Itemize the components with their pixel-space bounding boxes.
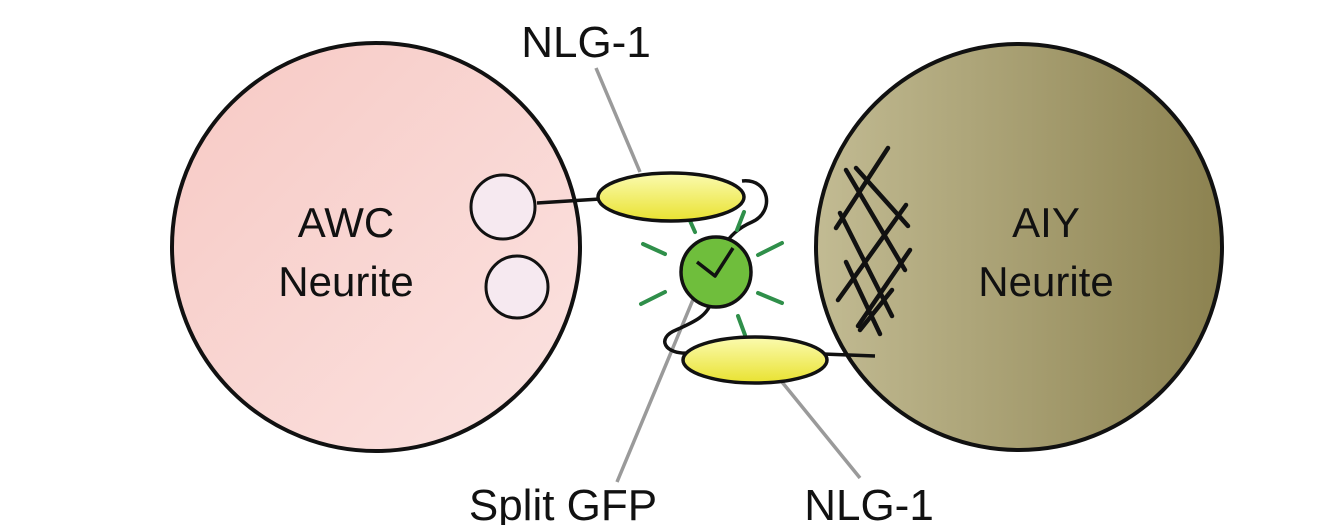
awc-neurite-circle (170, 41, 582, 453)
tethers (536, 179, 876, 358)
linker-top (720, 179, 769, 249)
leader-nlg-top (594, 67, 642, 173)
leader-lines (594, 67, 862, 483)
split-gfp (679, 235, 753, 309)
awc-neurite: AWC Neurite (170, 41, 582, 453)
cytoskeleton-mesh (833, 145, 913, 337)
split-gfp-label: Split GFP (469, 481, 657, 525)
split-gfp-check (695, 247, 735, 278)
vesicle-top (469, 173, 537, 241)
nlg1-top-label: NLG-1 (521, 18, 651, 67)
aiy-neurite: AIY Neurite (814, 42, 1224, 452)
aiy-label-line2: Neurite (978, 258, 1113, 305)
awc-label-line1: AWC (298, 199, 394, 246)
leader-split-gfp (615, 289, 699, 483)
aiy-neurite-circle (814, 42, 1224, 452)
aiy-label-line1: AIY (1012, 199, 1080, 246)
tether-awc-nlg (536, 197, 601, 205)
nlg1-bottom-label: NLG-1 (804, 481, 934, 525)
vesicle-bottom (484, 254, 550, 320)
nlg1-protein-top (596, 171, 746, 223)
linker-bottom (663, 299, 714, 355)
awc-label-line2: Neurite (278, 258, 413, 305)
nlg1-protein-bottom (681, 335, 829, 385)
tether-aiy-nlg (822, 352, 876, 358)
leader-nlg-bottom (780, 380, 862, 480)
